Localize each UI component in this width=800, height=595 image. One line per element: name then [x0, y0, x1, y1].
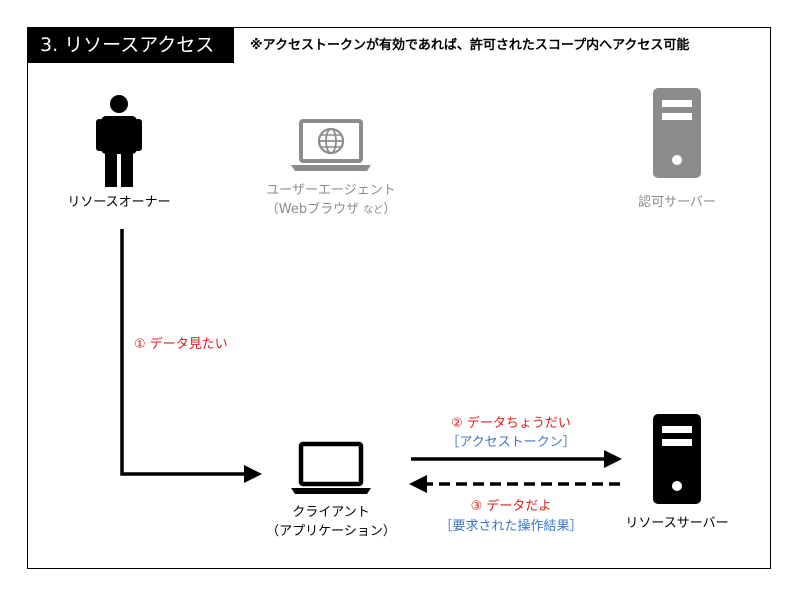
diagram-frame	[27, 27, 771, 569]
step2-label: ② データちょうだい	[451, 416, 571, 431]
server-icon-black	[653, 414, 701, 504]
step3-detail: ［要求された操作結果］	[439, 519, 583, 534]
step2-detail: ［アクセストークン］	[446, 435, 576, 450]
person-icon	[96, 95, 142, 187]
client-label: クライアント （アプリケーション）	[246, 503, 416, 541]
laptop-icon	[291, 441, 371, 494]
arrow-resource-server-to-client-dashed	[409, 475, 620, 493]
user-agent-name: ユーザーエージェント	[266, 183, 396, 198]
user-agent-sublabel: （Webブラウザ など）	[256, 200, 406, 220]
user-agent-sublabel-small: など	[363, 205, 384, 216]
user-agent-label: ユーザーエージェント （Webブラウザ など）	[256, 181, 406, 220]
arrow-client-to-resource-server	[411, 450, 622, 468]
user-agent-sublabel-main: （Webブラウザ	[265, 202, 360, 217]
client-name: クライアント	[292, 505, 370, 520]
scope-note: ※アクセストークンが有効であれば、許可されたスコープ内へアクセス可能	[250, 38, 690, 53]
user-agent-sublabel-close: ）	[383, 202, 397, 217]
resource-owner-label: リソースオーナー	[67, 195, 171, 210]
step1-label: ① データ見たい	[134, 337, 228, 352]
laptop-globe-icon	[291, 119, 371, 171]
arrow-owner-to-client	[120, 229, 262, 483]
client-sublabel: （アプリケーション）	[266, 524, 396, 539]
step3-label: ③ データだよ	[470, 499, 552, 514]
auth-server-label: 認可サーバー	[638, 195, 716, 210]
section-title: 3. リソースアクセス	[28, 28, 234, 63]
server-icon-gray	[653, 88, 701, 178]
resource-server-label: リソースサーバー	[625, 516, 729, 531]
